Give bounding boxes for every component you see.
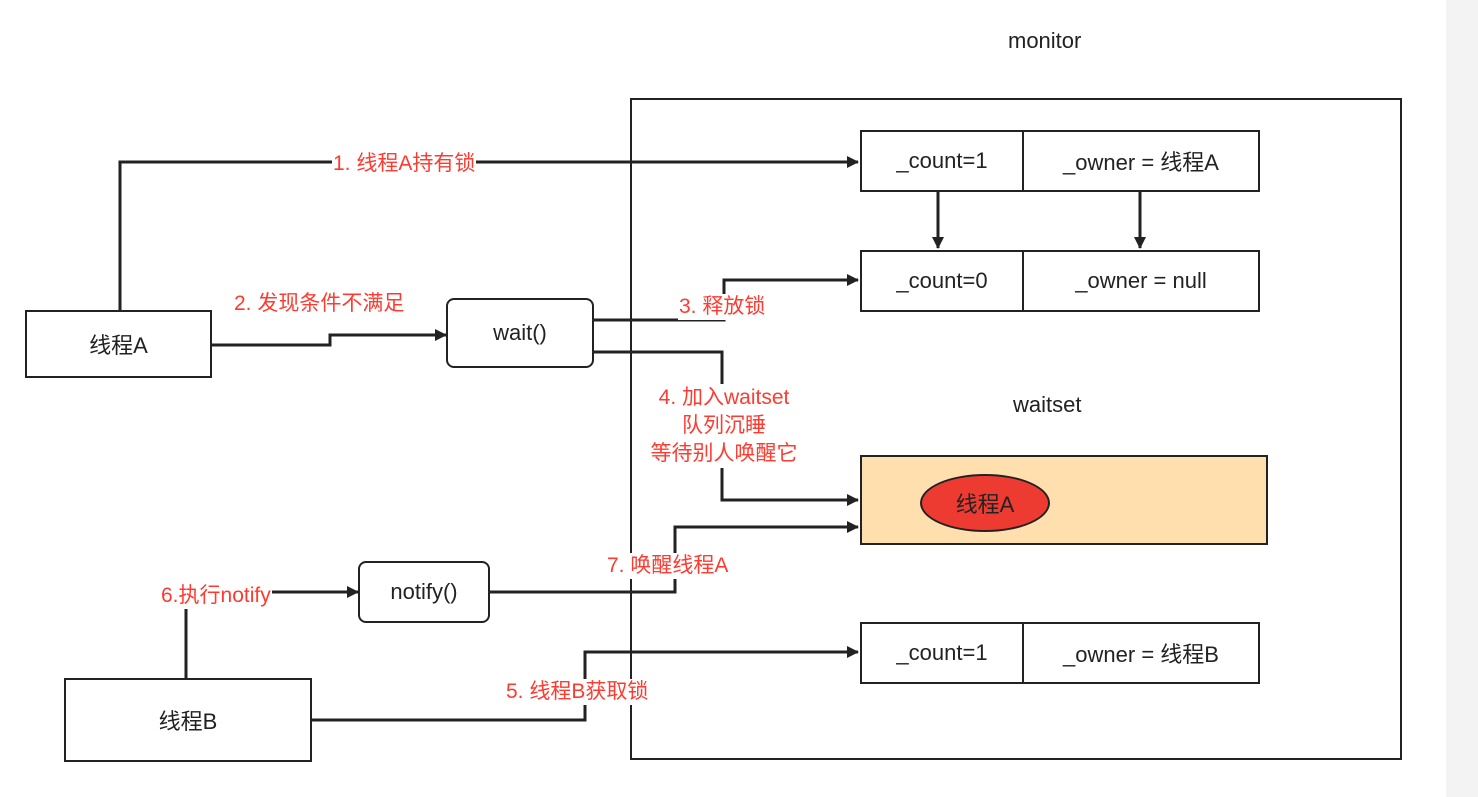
wait-method-box: wait() xyxy=(446,298,594,368)
step-7-label: 7. 唤醒线程A xyxy=(606,553,730,579)
step-4-line-2: 队列沉睡 xyxy=(682,414,766,437)
notify-method-box: notify() xyxy=(358,561,490,623)
monitor-title: monitor xyxy=(1008,28,1082,53)
step-4-label: 4. 加入waitset 队列沉睡 等待别人唤醒它 xyxy=(640,384,808,468)
arrow-thread-a-holds-lock xyxy=(118,156,859,310)
right-edge-strip xyxy=(1446,0,1478,797)
step-4-line-1: 4. 加入waitset xyxy=(658,386,790,409)
step-2-label: 2. 发现条件不满足 xyxy=(233,291,406,317)
waiting-thread-a: 线程A xyxy=(920,474,1050,532)
waitset-area xyxy=(860,455,1268,545)
state-row-1-count: _count=1 xyxy=(860,130,1024,192)
step-3-label: 3. 释放锁 xyxy=(678,294,767,320)
thread-a-box: 线程A xyxy=(25,310,212,378)
state-row-3-count: _count=1 xyxy=(860,622,1024,684)
state-row-2-owner: _owner = null xyxy=(1022,250,1260,312)
step-1-label: 1. 线程A持有锁 xyxy=(332,151,477,177)
waitset-title: waitset xyxy=(1013,392,1082,417)
state-row-1-owner: _owner = 线程A xyxy=(1022,130,1260,192)
step-6-label: 6.执行notify xyxy=(160,583,272,609)
arrow-thread-a-to-wait xyxy=(212,329,447,347)
step-4-line-3: 等待别人唤醒它 xyxy=(650,442,798,465)
thread-b-box: 线程B xyxy=(64,678,312,762)
state-row-3-owner: _owner = 线程B xyxy=(1022,622,1260,684)
monitor-container xyxy=(630,98,1402,760)
step-5-label: 5. 线程B获取锁 xyxy=(505,679,650,705)
state-row-2-count: _count=0 xyxy=(860,250,1024,312)
